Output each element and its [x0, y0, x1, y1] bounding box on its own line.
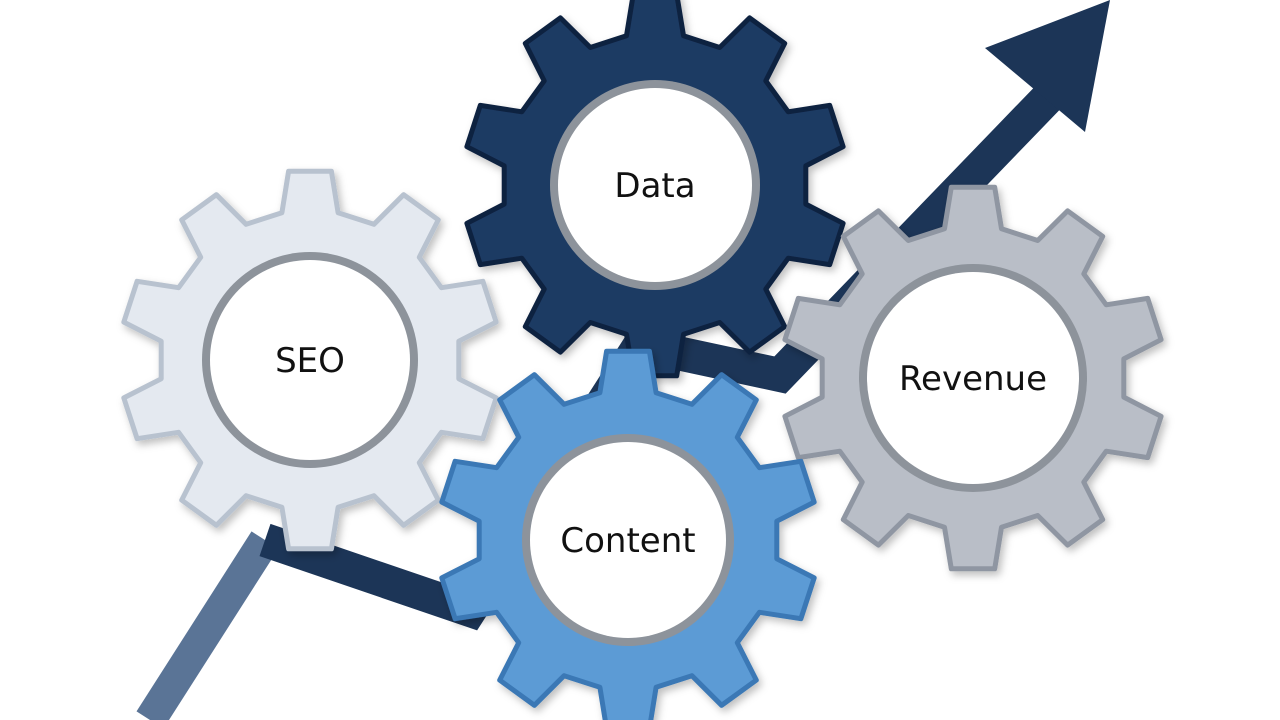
- gear-seo-label: SEO: [275, 341, 345, 381]
- gear-content-label: Content: [560, 521, 695, 561]
- gear-data: Data: [464, 0, 846, 379]
- gear-data-hub: [558, 88, 752, 282]
- gear-revenue: Revenue: [782, 184, 1164, 572]
- arrow-tail-light: [136, 531, 279, 720]
- gear-seo-hub: [210, 260, 410, 460]
- gear-content: Content: [439, 348, 817, 720]
- gear-data-label: Data: [614, 166, 695, 206]
- arrow-head: [985, 0, 1110, 132]
- gear-content-hub: [530, 442, 726, 638]
- gear-revenue-label: Revenue: [899, 359, 1047, 399]
- gear-seo: SEO: [121, 168, 499, 552]
- gear-revenue-hub: [867, 272, 1079, 484]
